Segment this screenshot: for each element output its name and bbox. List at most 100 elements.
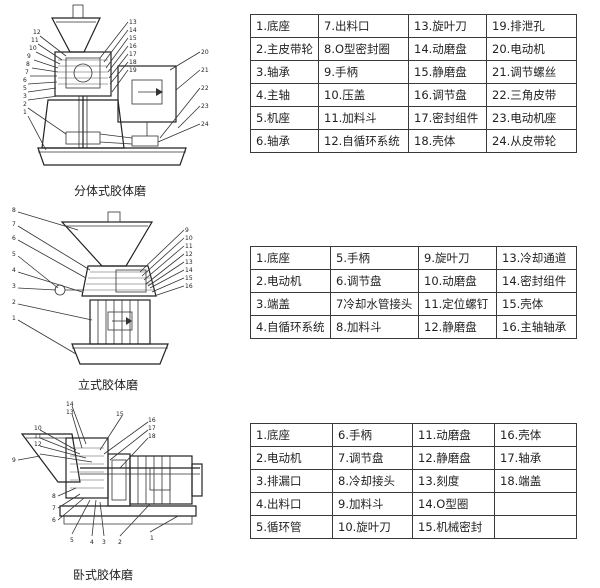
table-row: 2.主皮带轮 8.O型密封圈 14.动磨盘 20.电动机 [250,37,577,61]
table-cell: 24.从皮带轮 [486,129,577,153]
callout: 21 [201,67,209,74]
callout: 6 [12,235,16,242]
callout: 12 [33,29,41,36]
callout: 9 [12,457,16,464]
callout: 9 [27,53,31,60]
horizontal-mill-caption: 卧式胶体磨 [73,568,134,582]
table-row: 4.自循环系统 8.加料斗 12.静磨盘 16.主轴轴承 [250,315,577,339]
callout: 15 [129,35,137,42]
vertical-mill-caption: 立式胶体磨 [78,378,139,392]
callout: 14 [185,267,193,274]
horizontal-mill-drawing: 14 13 9 10 11 12 15 16 17 18 8 7 6 5 4 3… [0,398,245,564]
callout: 12 [185,251,193,258]
callout: 7 [12,221,16,228]
callout: 11 [34,433,42,440]
table-cell: 2.电动机 [250,446,333,470]
callout: 17 [148,425,156,432]
callout: 18 [129,59,137,66]
table-cell: 18.端盖 [494,469,577,493]
callout: 15 [185,275,193,282]
table-cell: 17.轴承 [494,446,577,470]
table-cell: 17.密封组件 [408,106,487,130]
table-cell: 2.电动机 [250,269,331,293]
table-cell: 11.定位螺钉 [418,292,497,316]
callout: 18 [148,433,156,440]
table-cell: 10.旋叶刀 [332,515,413,539]
table-cell: 6.轴承 [250,129,319,153]
table-cell: 13.旋叶刀 [408,14,487,38]
table-row: 3.轴承 9.手柄 15.静磨盘 21.调节螺丝 [250,60,577,84]
table-cell: 9.手柄 [318,60,409,84]
table-cell: 8.冷却接头 [332,469,413,493]
table-cell: 6.调节盘 [330,269,419,293]
table-cell: 23.电动机座 [486,106,577,130]
callout: 11 [185,243,193,250]
callout: 22 [201,85,209,92]
table-cell: 4.主轴 [250,83,319,107]
callout: 13 [129,19,137,26]
table-row: 5.机座 11.加料斗 17.密封组件 23.电动机座 [250,106,577,130]
table-cell: 10.压盖 [318,83,409,107]
table-cell: 2.主皮带轮 [250,37,319,61]
split-mill-parts-table: 1.底座 7.出料口 13.旋叶刀 19.排泄孔 2.主皮带轮 8.O型密封圈 … [250,14,577,153]
table-row: 2.电动机 7.调节盘 12.静磨盘 17.轴承 [250,446,577,470]
table-row: 4.主轴 10.压盖 16.调节盘 22.三角皮带 [250,83,577,107]
table-cell: 3.排漏口 [250,469,333,493]
callout: 1 [150,535,154,542]
callout: 3 [102,539,106,546]
table-cell: 10.动磨盘 [418,269,497,293]
table-cell: 16.壳体 [494,423,577,447]
callout: 7 [52,505,56,512]
table-cell: 14.密封组件 [496,269,577,293]
callout: 11 [31,37,39,44]
table-cell: 18.壳体 [408,129,487,153]
callout: 10 [29,45,37,52]
table-row: 1.底座 7.出料口 13.旋叶刀 19.排泄孔 [250,14,577,38]
table-cell: 12.自循环系统 [318,129,409,153]
table-row: 6.轴承 12.自循环系统 18.壳体 24.从皮带轮 [250,129,577,153]
table-cell: 16.主轴轴承 [496,315,577,339]
callout: 2 [118,539,122,546]
callout: 3 [23,93,27,100]
table-row: 3.排漏口 8.冷却接头 13.刻度 18.端盖 [250,469,577,493]
callout: 1 [23,109,27,116]
table-cell: 3.端盖 [250,292,331,316]
callout: 17 [129,51,137,58]
table-cell: 16.调节盘 [408,83,487,107]
table-cell: 13.冷却通道 [496,246,577,270]
callout: 16 [185,283,193,290]
table-cell: 11.动磨盘 [412,423,495,447]
table-row: 2.电动机 6.调节盘 10.动磨盘 14.密封组件 [250,269,577,293]
callout: 6 [52,517,56,524]
table-cell: 11.加料斗 [318,106,409,130]
callout: 5 [70,537,74,544]
split-mill-drawing: 12 11 10 9 8 7 6 5 3 2 1 13 14 15 16 17 … [0,0,245,180]
vertical-mill-drawing: 8 7 6 5 4 3 2 1 9 10 11 12 13 14 15 16 [0,200,245,374]
table-cell [494,492,577,516]
callout: 8 [26,61,30,68]
callout: 23 [201,103,209,110]
table-cell: 8.加料斗 [330,315,419,339]
table-cell: 6.手柄 [332,423,413,447]
callout: 14 [66,401,74,408]
table-cell: 14.动磨盘 [408,37,487,61]
callout: 2 [23,101,27,108]
table-row: 4.出料口 9.加料斗 14.O型圈 [250,492,577,516]
table-cell: 22.三角皮带 [486,83,577,107]
callout: 5 [12,251,16,258]
table-row: 1.底座 6.手柄 11.动磨盘 16.壳体 [250,423,577,447]
table-cell: 7.出料口 [318,14,409,38]
table-cell: 1.底座 [250,423,333,447]
table-cell: 14.O型圈 [412,492,495,516]
callout: 8 [52,493,56,500]
callout: 12 [34,441,42,448]
table-cell: 8.O型密封圈 [318,37,409,61]
callout: 14 [129,27,137,34]
callout: 16 [148,417,156,424]
horizontal-mill-parts-table: 1.底座 6.手柄 11.动磨盘 16.壳体 2.电动机 7.调节盘 12.静磨… [250,423,577,539]
callout: 4 [12,267,16,274]
callout: 10 [34,425,42,432]
callout: 2 [12,299,16,306]
callout: 13 [185,259,193,266]
table-cell: 5.机座 [250,106,319,130]
